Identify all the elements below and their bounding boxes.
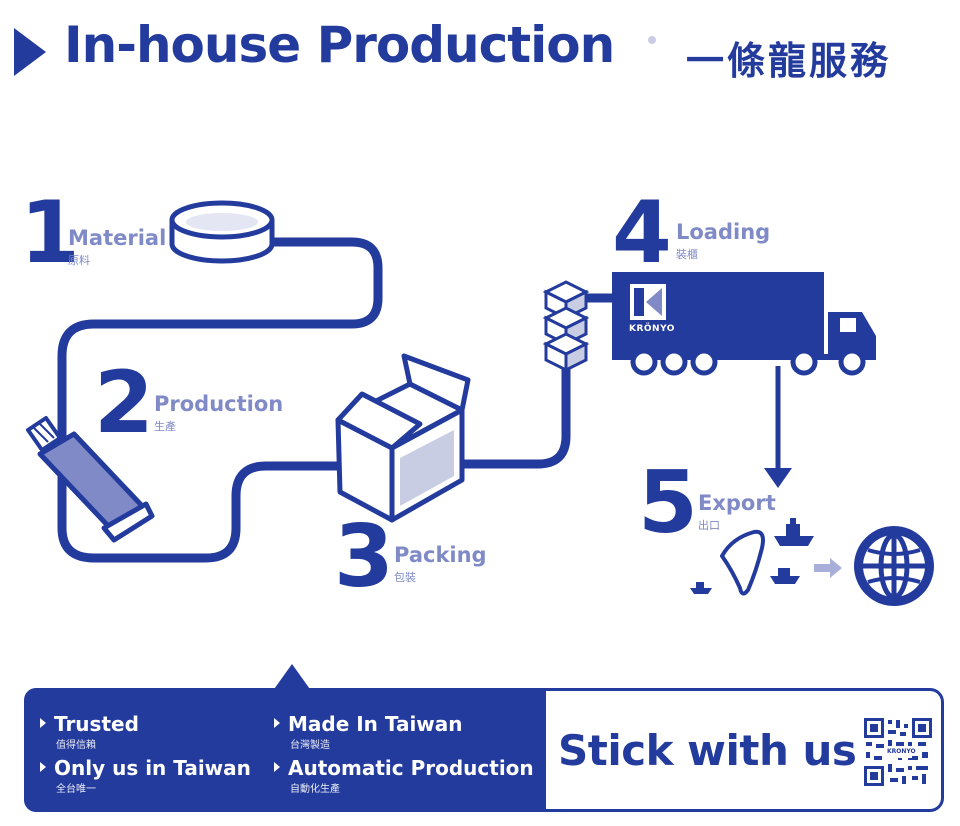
feature-label: Automatic Production — [288, 756, 534, 780]
step-4-number: 4 — [612, 183, 672, 283]
title-separator-dot — [648, 36, 656, 44]
feature-automatic: Automatic Production 自動化生產 — [274, 756, 534, 795]
bullet-arrow-icon — [40, 762, 46, 772]
bullet-arrow-icon — [274, 718, 280, 728]
truck-brand-text: KRÖNYO — [629, 324, 675, 334]
step-3-number: 3 — [334, 507, 394, 607]
step-3-label: Packing — [394, 543, 487, 567]
bullet-arrow-icon — [40, 718, 46, 728]
step-2-number: 2 — [94, 353, 154, 453]
production-flow-diagram — [26, 200, 934, 606]
feature-sub: 全台唯一 — [56, 784, 96, 795]
flow-path-2 — [462, 366, 571, 469]
to-globe-arrow-icon — [814, 558, 842, 578]
qr-code-icon[interactable] — [862, 716, 934, 788]
feature-label: Only us in Taiwan — [54, 756, 251, 780]
truck-icon — [612, 272, 876, 376]
step-5-number: 5 — [638, 453, 698, 553]
step-2-label: Production — [154, 392, 284, 416]
step-4-sub: 裝櫃 — [676, 248, 698, 261]
stacked-crates-icon — [542, 280, 590, 373]
ship-icon — [690, 582, 712, 594]
banner-pointer-icon — [272, 664, 312, 692]
globe-icon — [854, 526, 934, 606]
truck-logo-icon — [630, 284, 666, 320]
bullet-arrow-icon — [274, 762, 280, 772]
page-title: In-house Production — [64, 16, 615, 74]
feature-sub: 自動化生產 — [290, 784, 340, 795]
feature-made-in-taiwan: Made In Taiwan 台灣製造 — [274, 712, 463, 751]
step-2-sub: 生產 — [154, 420, 176, 433]
step-1-number: 1 — [20, 183, 80, 283]
feature-trusted: Trusted 值得信賴 — [40, 712, 139, 751]
page-title-chinese: 一條龍服務 — [686, 39, 892, 83]
feature-only-us: Only us in Taiwan 全台唯一 — [40, 756, 251, 795]
feature-label: Made In Taiwan — [288, 712, 463, 736]
tube-icon — [26, 416, 155, 543]
material-disc-icon — [169, 200, 275, 264]
feature-label: Trusted — [54, 712, 139, 736]
taiwan-icon — [720, 529, 765, 596]
step-1-sub: 原料 — [68, 254, 90, 267]
ship-icon — [770, 568, 800, 584]
step-3-sub: 包裝 — [394, 571, 416, 584]
step-5-label: Export — [698, 491, 776, 515]
step-1-label: Material — [68, 226, 167, 250]
qr-brand-text: KRONYO — [887, 748, 916, 755]
cta-text: Stick with us! — [558, 726, 876, 775]
ship-icon — [774, 518, 814, 546]
features-panel — [24, 688, 546, 812]
step-4-label: Loading — [676, 220, 771, 244]
export-arrow-icon — [764, 366, 792, 488]
step-5-sub: 出口 — [698, 519, 720, 532]
feature-sub: 值得信賴 — [56, 740, 96, 751]
packing-box-icon — [335, 353, 471, 523]
title-arrow-icon — [14, 28, 46, 76]
feature-sub: 台灣製造 — [290, 740, 330, 751]
